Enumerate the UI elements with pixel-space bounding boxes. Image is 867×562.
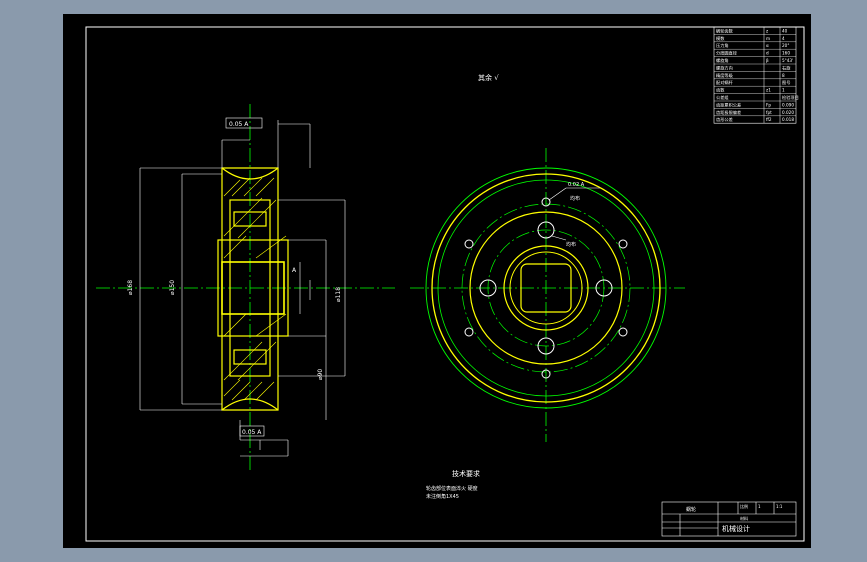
front-view (425, 167, 667, 409)
param-value: 1 (782, 88, 785, 93)
callout-text-3: 均布 (566, 241, 576, 248)
count-value: 1 (758, 504, 761, 509)
tech-requirements-line1: 轮齿部位表面淬火 硬度 (426, 485, 478, 492)
param-value: 20° (782, 43, 789, 48)
param-symbol: α (766, 43, 769, 48)
param-symbol: ff2 (766, 117, 772, 122)
param-symbol: z1 (766, 88, 771, 93)
sheet-border (85, 26, 805, 542)
param-symbol: z (766, 28, 769, 33)
param-symbol: fpt (766, 110, 772, 115)
param-value: 8 (782, 73, 785, 78)
param-value: 0.090 (782, 102, 794, 107)
param-symbol: β (766, 58, 769, 63)
tech-requirements-title: 技术要求 (452, 469, 480, 478)
param-value: 图号 (782, 80, 790, 86)
front-callouts (548, 187, 600, 241)
param-name: 配对蜗杆 (716, 79, 734, 86)
param-value: 40 (782, 28, 788, 33)
dim-text-bolt: ⌀90 (317, 369, 324, 380)
param-symbol: Fp (766, 102, 771, 107)
param-symbol: d (766, 51, 769, 56)
param-name: 公差组 (716, 94, 729, 100)
datum-label: A (292, 267, 297, 274)
drawing-sheet (63, 14, 811, 548)
part-name: 蜗轮 (686, 506, 696, 513)
material-label: 材料 (740, 515, 748, 521)
scale-value: 1:1 (776, 504, 783, 509)
title-block-texts: 蜗轮 比例 1 1:1 材料 机械设计 (686, 503, 783, 533)
section-view (217, 167, 289, 411)
param-value: 5°43' (782, 58, 793, 63)
param-name: 齿形公差 (716, 116, 733, 123)
surface-finish-note: 其余 √ (478, 73, 499, 82)
dim-text-web: ⌀118 (335, 287, 342, 302)
bolt-holes (464, 197, 628, 379)
dimension-lines (139, 117, 346, 457)
param-value: 右旋 (782, 64, 791, 71)
param-name: 压力角 (716, 42, 729, 49)
scale-label: 比例 (740, 503, 748, 509)
param-value: 160 (782, 51, 790, 56)
param-value: 0.018 (782, 117, 794, 122)
param-name: 齿距极限偏差 (716, 109, 741, 116)
dim-text-outer: ⌀168 (127, 280, 134, 295)
param-name: 精度等级 (716, 72, 734, 79)
title-block (661, 501, 797, 537)
parameter-table: 蜗轮齿数 z 40 模数 m 4 压力角 α 20° 分度圆直径 d 160 螺旋角 β 5°43' 螺旋方向… (713, 26, 799, 124)
param-name: 分度圆直径 (716, 50, 737, 57)
tol-box-bottom: 0.05 A (242, 429, 262, 436)
front-view-centerlines (410, 148, 685, 442)
param-name: 螺旋方向 (716, 64, 733, 71)
param-name: 螺旋角 (716, 57, 729, 64)
callout-text-2: 均布 (570, 195, 580, 202)
param-name: 蜗轮齿数 (716, 27, 734, 34)
param-value: 检验项目 (782, 94, 799, 101)
param-name: 齿距累积公差 (716, 101, 741, 108)
drawing-title: 机械设计 (722, 524, 750, 533)
param-symbol: m (766, 36, 770, 41)
tol-box-top: 0.05 A (229, 121, 249, 128)
dimension-texts: ⌀168 ⌀150 ⌀118 ⌀90 0.05 A 0.05 A A (127, 121, 342, 436)
section-hatching (223, 177, 287, 401)
tech-requirements-line2: 未注倒角1X45 (426, 493, 459, 500)
param-name: 齿数 (716, 87, 725, 94)
front-callout-texts: 0.02 A 均布 均布 (566, 182, 585, 248)
callout-text-1: 0.02 A (568, 182, 585, 188)
param-value: 4 (782, 36, 785, 41)
dim-text-root: ⌀150 (169, 280, 176, 295)
parameter-table-frame (713, 26, 797, 124)
param-value: 0.020 (782, 110, 794, 115)
param-name: 模数 (716, 35, 725, 42)
